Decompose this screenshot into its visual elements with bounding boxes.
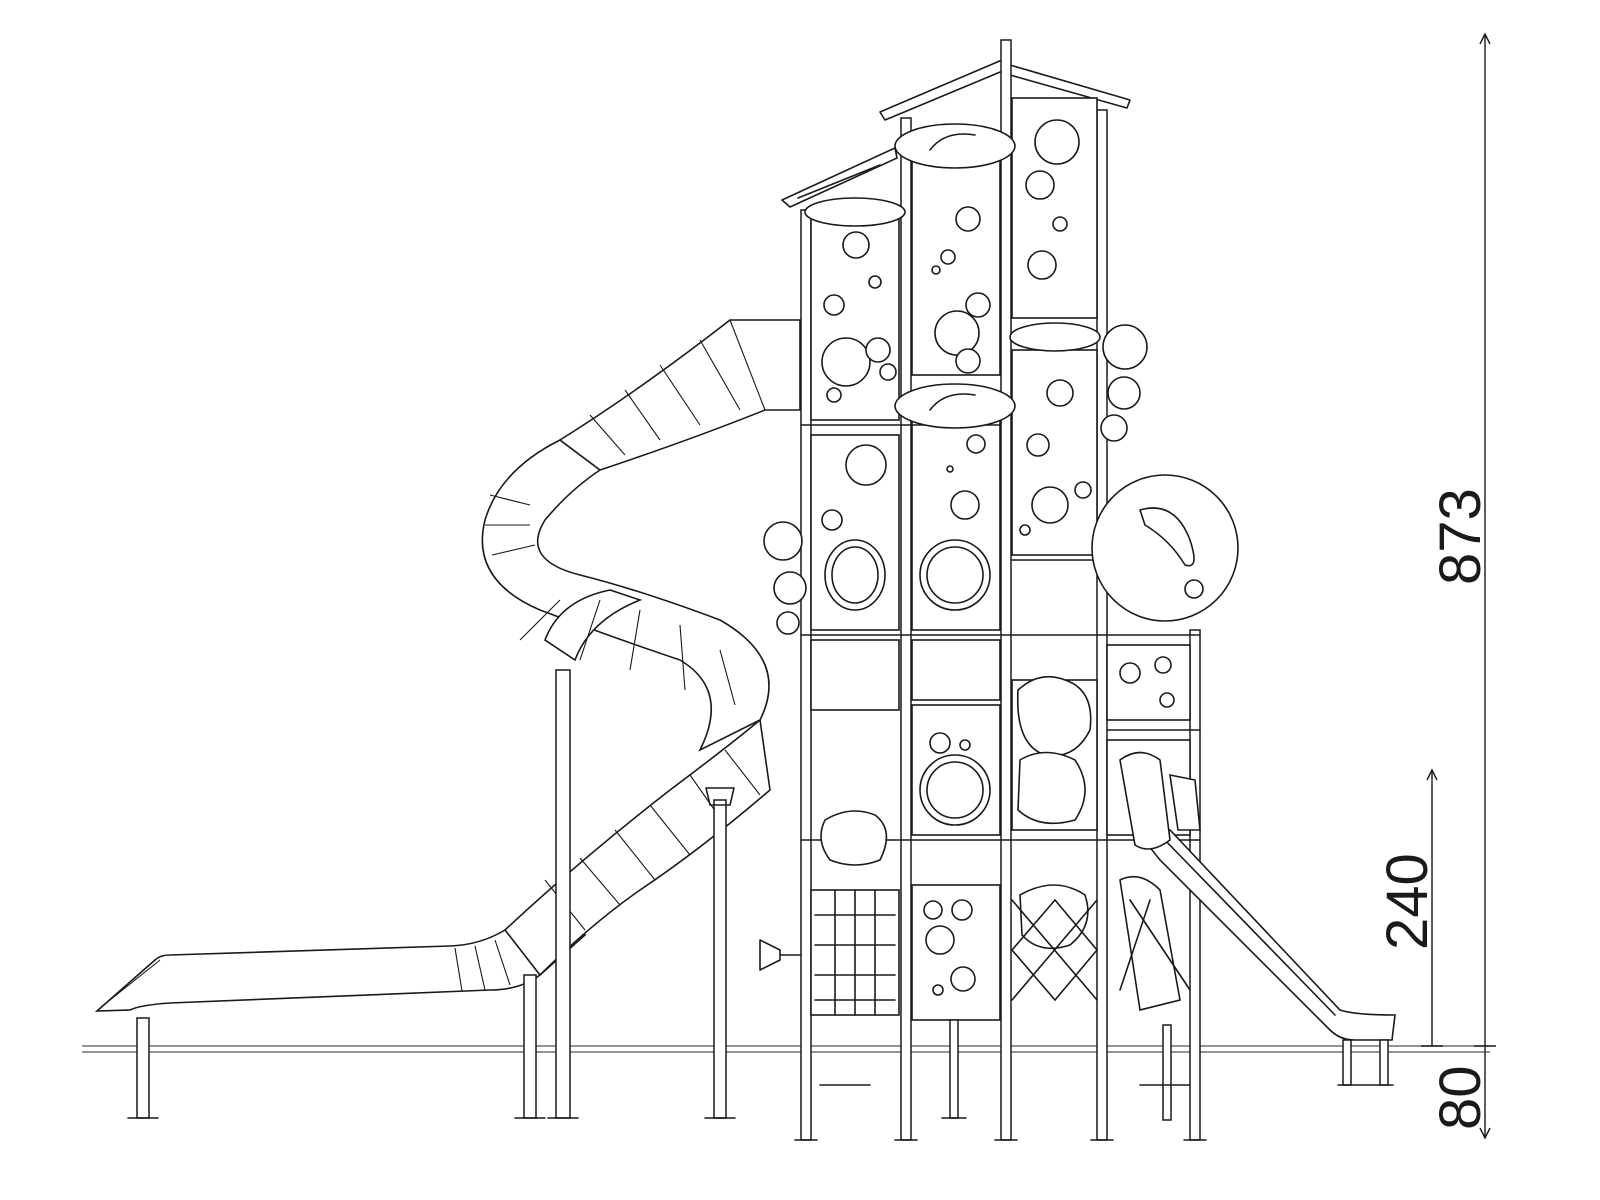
dimension-label-platform: 240 bbox=[1375, 853, 1440, 950]
talk-tube bbox=[759, 939, 781, 971]
dimension-label-total: 873 bbox=[1428, 488, 1493, 585]
ground-line bbox=[82, 1045, 1490, 1053]
tower-post bbox=[1096, 109, 1108, 1141]
wall-panel bbox=[810, 639, 900, 711]
side-bubbles bbox=[763, 324, 1239, 635]
porthole-window bbox=[824, 539, 991, 826]
bubble-decor bbox=[821, 119, 1175, 996]
dimension-platform-height: 240 bbox=[1375, 768, 1443, 1047]
tube-slide bbox=[94, 319, 801, 1012]
tower-structure bbox=[759, 39, 1239, 1141]
wall-panel bbox=[1106, 644, 1191, 721]
tower-post bbox=[800, 209, 812, 1141]
slide-supports bbox=[127, 669, 736, 1119]
cloud-panel bbox=[1019, 884, 1089, 950]
wall-panel bbox=[911, 639, 1001, 701]
straight-slide bbox=[1119, 751, 1396, 1086]
dimension-total-height: 873 80 bbox=[1428, 32, 1496, 1140]
cloud-panel bbox=[1016, 675, 1092, 757]
cloud-panel bbox=[1017, 751, 1086, 825]
cloud-panel bbox=[820, 810, 888, 866]
rope-net bbox=[814, 889, 896, 1016]
dimension-label-foundation: 80 bbox=[1428, 1065, 1493, 1130]
tower-post bbox=[900, 117, 912, 1141]
cross-net bbox=[1011, 899, 1098, 1001]
tower-post bbox=[1000, 39, 1012, 1141]
